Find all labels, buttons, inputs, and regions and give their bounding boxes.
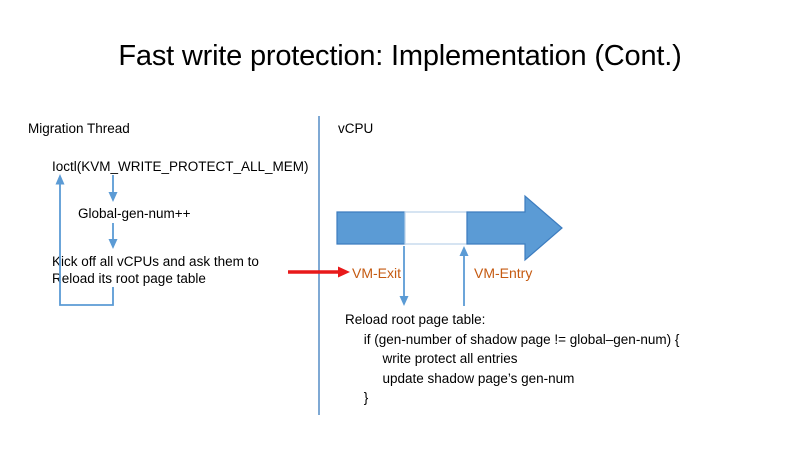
- reload-code-line-1: Reload root page table:: [345, 312, 486, 327]
- column-divider: [318, 116, 320, 415]
- migration-thread-header: Migration Thread: [28, 121, 130, 136]
- step-kick-off-line1: Kick off all vCPUs and ask them to: [52, 254, 259, 269]
- step-kick-off-line2: Reload its root page table: [52, 271, 206, 286]
- step-ioctl-label: Ioctl(KVM_WRITE_PROTECT_ALL_MEM): [52, 159, 309, 174]
- vm-exit-label: VM-Exit: [352, 265, 401, 281]
- reload-code-line-4: update shadow page’s gen-num: [345, 370, 575, 386]
- vcpu-header: vCPU: [338, 121, 374, 136]
- arrow-down-ioctl-to-gennum: [108, 175, 118, 202]
- vm-exit-gap-region: [404, 211, 468, 245]
- step-global-gen-num-label: Global-gen-num++: [78, 206, 191, 221]
- vm-entry-label: VM-Entry: [474, 265, 533, 281]
- vcpu-timeline-block-arrow: [336, 194, 563, 262]
- reload-code-line-2: if (gen-number of shadow page != global–…: [345, 331, 680, 347]
- arrow-down-gennum-to-kickoff: [108, 223, 118, 249]
- reload-code-line-5: }: [345, 390, 369, 405]
- arrow-vm-entry-up: [459, 246, 469, 306]
- page-title: Fast write protection: Implementation (C…: [118, 40, 682, 72]
- reload-code-line-3: write protect all entries: [345, 351, 518, 366]
